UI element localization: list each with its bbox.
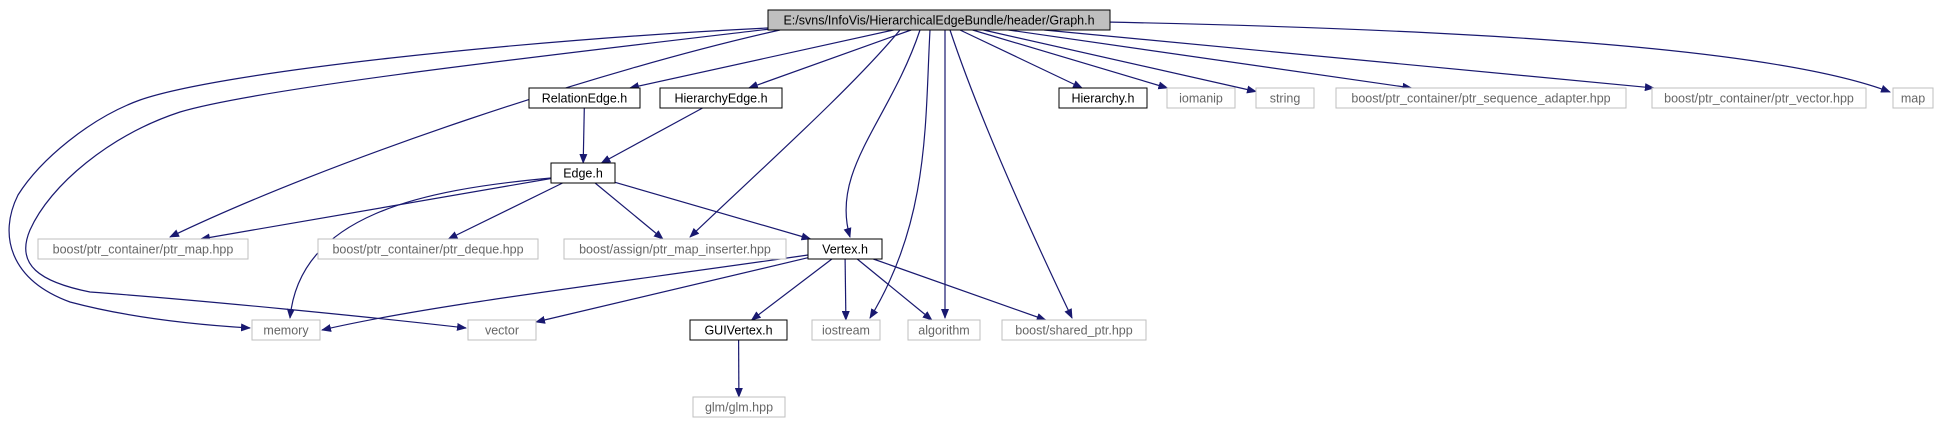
node-box — [659, 87, 783, 109]
node-box — [467, 319, 537, 341]
node-box — [1892, 87, 1934, 109]
node-box — [251, 319, 321, 341]
node-hierarchy_h[interactable]: Hierarchy.h — [1058, 87, 1148, 109]
edge-vertex_h-to-guivertex_h — [750, 258, 833, 321]
node-box — [1001, 319, 1147, 341]
node-vector[interactable]: vector — [467, 319, 537, 341]
edge-edge_h-to-ptr_map_inserter — [594, 182, 664, 240]
node-box — [550, 162, 616, 184]
node-label: HierarchyEdge.h — [674, 92, 767, 106]
node-ptr_deque[interactable]: boost/ptr_container/ptr_deque.hpp — [317, 238, 539, 260]
node-glm[interactable]: glm/glm.hpp — [692, 396, 786, 418]
edge-graph_h-to-hierarchyedge_h — [747, 29, 912, 89]
node-box — [563, 238, 787, 260]
node-label: string — [1270, 92, 1301, 106]
edge-vertex_h-to-iostream — [841, 258, 850, 321]
edge-graph_h-to-string — [983, 29, 1257, 94]
node-ptr_map_inserter[interactable]: boost/assign/ptr_map_inserter.hpp — [563, 238, 787, 260]
edge-graph_h-to-ptr_map — [169, 29, 781, 238]
edge-graph_h-to-iostream — [869, 29, 931, 319]
node-box — [811, 319, 881, 341]
node-box — [807, 238, 883, 260]
node-iomanip[interactable]: iomanip — [1166, 87, 1236, 109]
edge-graph_h-to-relationedge_h — [628, 29, 894, 90]
edge-graph_h-to-ptr_vector — [1044, 29, 1655, 92]
edge-graph_h-to-map — [1104, 21, 1891, 93]
edge-graph_h-to-vertex_h — [843, 29, 921, 238]
node-ptr_map[interactable]: boost/ptr_container/ptr_map.hpp — [37, 238, 249, 260]
node-edge_h[interactable]: Edge.h — [550, 162, 616, 184]
node-box — [1255, 87, 1315, 109]
node-iostream[interactable]: iostream — [811, 319, 881, 341]
node-ptr_sequence_adapter[interactable]: boost/ptr_container/ptr_sequence_adapter… — [1335, 87, 1627, 109]
node-label: boost/shared_ptr.hpp — [1015, 324, 1132, 338]
node-label: boost/ptr_container/ptr_deque.hpp — [332, 243, 523, 257]
node-label: glm/glm.hpp — [705, 401, 773, 415]
edge-edge_h-to-ptr_map — [199, 177, 552, 242]
edge-graph_h-to-vector — [25, 28, 771, 331]
edge-vertex_h-to-memory — [321, 254, 809, 332]
node-label: boost/ptr_container/ptr_vector.hpp — [1664, 92, 1854, 106]
edge-graph_h-to-iomanip — [972, 29, 1169, 90]
node-box — [907, 319, 981, 341]
edge-hierarchyedge_h-to-edge_h — [600, 107, 703, 164]
edge-graph_h-to-ptr_sequence_adapter — [1008, 29, 1413, 91]
node-vertex_h[interactable]: Vertex.h — [807, 238, 883, 260]
node-label: iostream — [822, 324, 870, 338]
node-box — [1058, 87, 1148, 109]
node-hierarchyedge_h[interactable]: HierarchyEdge.h — [659, 87, 783, 109]
node-box — [689, 319, 788, 341]
edges-layer — [8, 21, 1891, 398]
node-box — [528, 87, 641, 109]
edge-graph_h-to-hierarchy_h — [959, 29, 1083, 89]
edge-vertex_h-to-vector — [535, 257, 809, 324]
node-ptr_vector[interactable]: boost/ptr_container/ptr_vector.hpp — [1651, 87, 1867, 109]
node-graph_h[interactable]: E:/svns/InfoVis/HierarchicalEdgeBundle/h… — [767, 9, 1111, 31]
node-label: RelationEdge.h — [542, 92, 628, 106]
node-box — [692, 396, 786, 418]
node-label: boost/ptr_container/ptr_map.hpp — [53, 243, 234, 257]
node-box — [1651, 87, 1867, 109]
node-box — [317, 238, 539, 260]
node-label: Edge.h — [563, 167, 603, 181]
node-relationedge_h[interactable]: RelationEdge.h — [528, 87, 641, 109]
node-box — [1166, 87, 1236, 109]
edge-graph_h-to-ptr_map_inserter — [689, 29, 901, 238]
node-memory[interactable]: memory — [251, 319, 321, 341]
node-algorithm[interactable]: algorithm — [907, 319, 981, 341]
edge-edge_h-to-memory — [286, 177, 552, 319]
node-string[interactable]: string — [1255, 87, 1315, 109]
node-label: E:/svns/InfoVis/HierarchicalEdgeBundle/h… — [783, 14, 1094, 28]
node-label: Vertex.h — [822, 243, 868, 257]
edge-graph_h-to-memory — [8, 27, 769, 332]
node-box — [1335, 87, 1627, 109]
node-shared_ptr[interactable]: boost/shared_ptr.hpp — [1001, 319, 1147, 341]
node-box — [37, 238, 249, 260]
edge-relationedge_h-to-edge_h — [579, 107, 588, 164]
node-guivertex_h[interactable]: GUIVertex.h — [689, 319, 788, 341]
node-map[interactable]: map — [1892, 87, 1934, 109]
node-box — [767, 9, 1111, 31]
node-label: map — [1901, 92, 1925, 106]
edge-edge_h-to-vertex_h — [614, 181, 812, 241]
nodes-layer: E:/svns/InfoVis/HierarchicalEdgeBundle/h… — [37, 9, 1934, 418]
node-label: algorithm — [918, 324, 969, 338]
node-label: iomanip — [1179, 92, 1223, 106]
node-label: GUIVertex.h — [704, 324, 772, 338]
node-label: vector — [485, 324, 519, 338]
node-label: boost/assign/ptr_map_inserter.hpp — [579, 243, 771, 257]
edge-vertex_h-to-shared_ptr — [873, 258, 1047, 321]
node-label: Hierarchy.h — [1072, 92, 1135, 106]
node-label: boost/ptr_container/ptr_sequence_adapter… — [1351, 92, 1610, 106]
node-label: memory — [263, 324, 309, 338]
edge-graph_h-to-shared_ptr — [949, 29, 1073, 319]
edge-vertex_h-to-algorithm — [856, 258, 933, 321]
edge-edge_h-to-ptr_deque — [447, 182, 563, 240]
